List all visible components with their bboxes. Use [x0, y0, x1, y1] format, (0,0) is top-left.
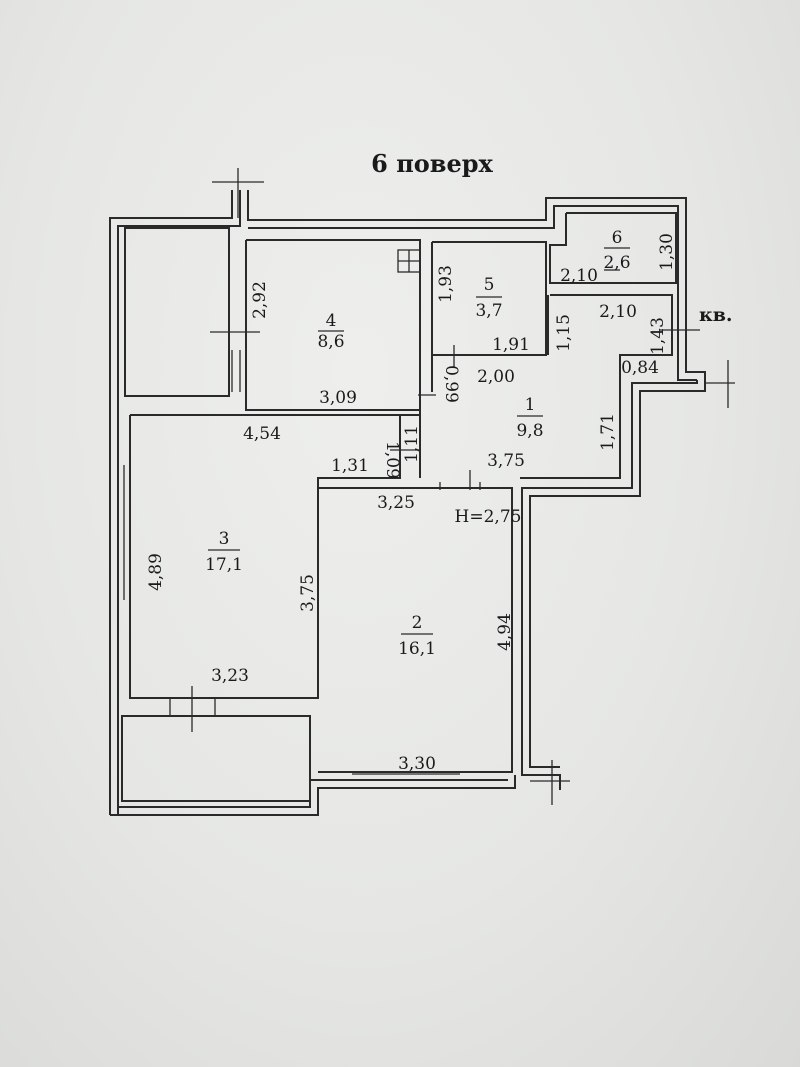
floor-title: 6 поверх	[371, 149, 493, 178]
svg-text:6: 6	[612, 228, 623, 248]
dim-r5-width: 1,91	[492, 335, 530, 355]
dim-r2-bottom: 3,30	[398, 754, 436, 774]
dim-hall-200: 2,00	[477, 367, 515, 387]
dim-r4-width: 3,09	[319, 388, 357, 408]
room-label-5: 5 3,7	[475, 275, 502, 321]
dimension-labels: 2,10 2,10 1,91 3,09 0,84 2,00 3,75 1,31 …	[146, 233, 677, 774]
dim-r6-height: 1,30	[657, 233, 677, 271]
svg-text:17,1: 17,1	[205, 555, 243, 575]
svg-text:2: 2	[412, 613, 423, 633]
dim-r2-top: 3,25	[377, 493, 415, 513]
dim-hall-111: 1,11	[402, 425, 422, 463]
room-label-2: 2 16,1	[398, 613, 436, 659]
dim-r3-top: 4,54	[243, 424, 281, 444]
redaction-mark	[732, 305, 764, 329]
dim-hall-375: 3,75	[487, 451, 525, 471]
room-label-6: 6 2,6	[603, 228, 630, 273]
dim-r5-height: 1,93	[436, 265, 456, 303]
dim-r6-bottom: 2,10	[599, 302, 637, 322]
dim-hall-109: 1,09	[382, 441, 402, 479]
svg-text:3: 3	[219, 529, 230, 549]
svg-text:1: 1	[525, 395, 536, 415]
dim-hall-171: 1,71	[598, 413, 618, 451]
room-2-walls	[318, 487, 513, 773]
room-label-3: 3 17,1	[205, 529, 243, 575]
room-6-walls	[549, 212, 677, 284]
dim-hall-115: 1,15	[554, 314, 574, 352]
dim-hall-143: 1,43	[648, 317, 668, 355]
dim-r3-left: 4,89	[146, 553, 166, 591]
room-5-walls	[431, 241, 547, 356]
balcony-bottom	[121, 715, 311, 802]
balcony-top	[124, 227, 230, 397]
svg-text:16,1: 16,1	[398, 639, 436, 659]
svg-text:2,6: 2,6	[603, 253, 630, 273]
ceiling-height-label: H=2,75	[455, 507, 522, 527]
dim-hall-084: 0,84	[621, 358, 659, 378]
room-label-4: 4 8,6	[317, 311, 344, 352]
apartment-label: кв.	[699, 304, 733, 326]
svg-text:9,8: 9,8	[516, 421, 543, 441]
dim-r6-width: 2,10	[560, 266, 598, 286]
svg-text:8,6: 8,6	[317, 332, 344, 352]
svg-text:4: 4	[326, 311, 337, 331]
dim-hall-099: 0,99	[441, 365, 461, 403]
dim-hall-131: 1,31	[331, 456, 369, 476]
dim-r3-right: 3,75	[298, 574, 318, 612]
dim-r3-bottom: 3,23	[211, 666, 249, 686]
svg-text:3,7: 3,7	[475, 301, 502, 321]
room-1-walls	[520, 294, 673, 479]
axis-ticks	[191, 168, 735, 805]
dim-r4-height: 2,92	[250, 281, 270, 319]
svg-text:5: 5	[484, 275, 495, 295]
room-label-1: 1 9,8	[516, 395, 543, 441]
dim-r2-right: 4,94	[495, 613, 515, 651]
